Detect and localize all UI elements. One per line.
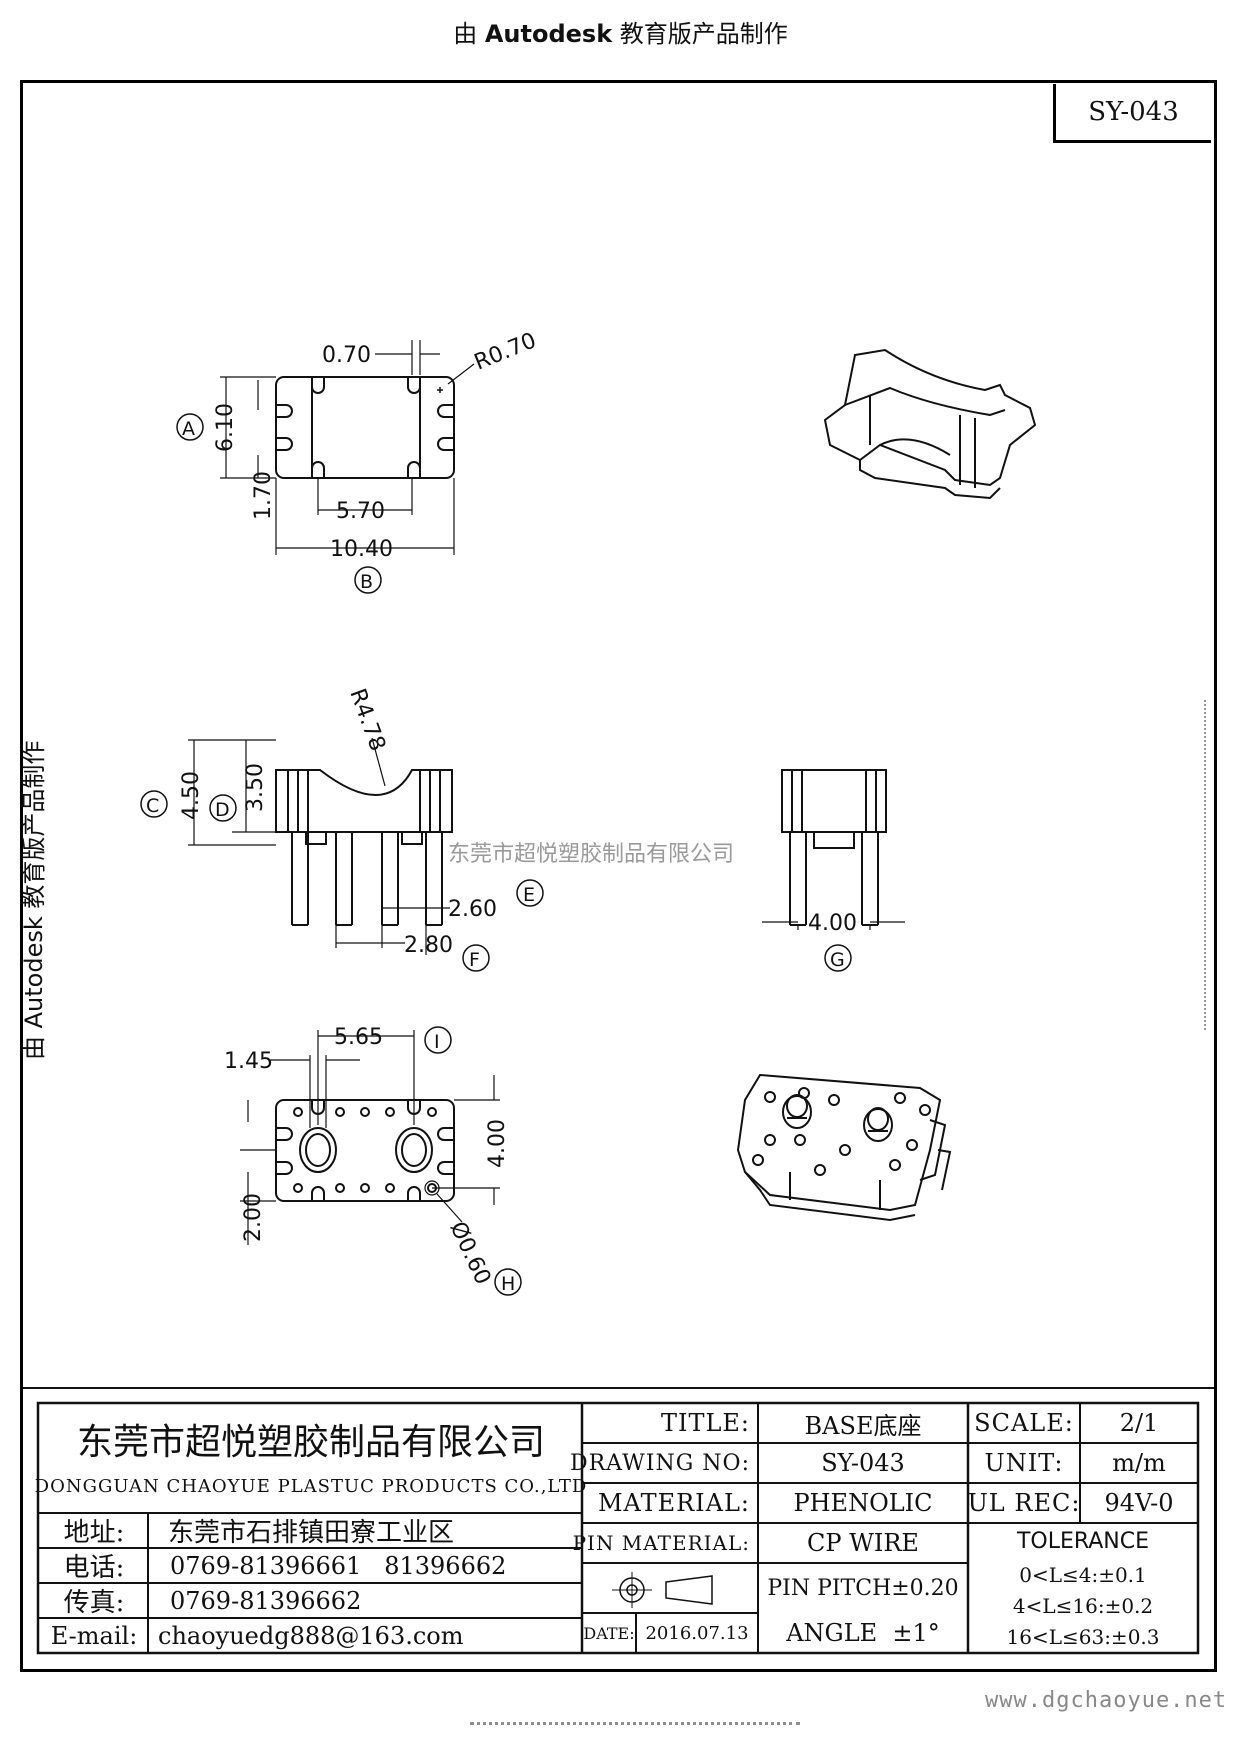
mark-g: G: [830, 949, 845, 971]
front-view: R4.78 4.50 3.50 2.60 2.80 C D E F: [140, 686, 544, 972]
title-label: TITLE:: [660, 1409, 750, 1437]
scale-label: SCALE:: [974, 1409, 1074, 1437]
bottom-view: 5.65 1.45 4.00 2.00 Ø0.60 H I: [224, 1025, 522, 1296]
address-value: 东莞市石排镇田寮工业区: [168, 1518, 455, 1548]
mark-f: F: [469, 949, 480, 971]
tolerance-row-1: 0<L≤4:±0.1: [1019, 1562, 1147, 1587]
dim-2-00: 2.00: [241, 1193, 266, 1242]
part-number: SY-043: [1088, 97, 1179, 127]
center-watermark: 东莞市超悦塑胶制品有限公司: [448, 842, 735, 867]
ul-rec-value: 94V-0: [1104, 1489, 1174, 1517]
drawing-no-label: DRAWING NO:: [569, 1450, 750, 1476]
fax-label: 传真:: [63, 1588, 125, 1618]
unit-label: UNIT:: [984, 1449, 1064, 1477]
dim-2-80: 2.80: [404, 933, 453, 958]
part-number-box: SY-043: [1053, 84, 1211, 143]
scale-value: 2/1: [1119, 1409, 1159, 1437]
watermark-top: 由 Autodesk 教育版产品制作: [0, 14, 1241, 49]
fax-value: 0769-81396662: [170, 1586, 362, 1615]
dim-6-10: 6.10: [213, 403, 238, 452]
watermark-bottom-fragment: [470, 1722, 800, 1735]
watermark-brand: Autodesk: [484, 20, 613, 48]
dim-r0-70: R0.70: [471, 328, 540, 375]
email-value: chaoyuedg888@163.com: [158, 1621, 464, 1650]
mark-h: H: [501, 1273, 515, 1295]
phone-value: 0769-81396661 81396662: [170, 1551, 507, 1580]
dim-phi-0-60: Ø0.60: [445, 1218, 496, 1289]
dim-10-40: 10.40: [330, 537, 393, 562]
pin-material-label: PIN MATERIAL:: [572, 1531, 750, 1555]
watermark-suffix: 教育版产品制作: [619, 20, 788, 48]
tolerance-label: TOLERANCE: [1016, 1528, 1150, 1554]
material-label: MATERIAL:: [597, 1489, 750, 1517]
company-name-en: DONGGUAN CHAOYUE PLASTUC PRODUCTS CO.,LT…: [34, 1475, 588, 1497]
dim-5-65: 5.65: [334, 1025, 383, 1050]
dim-r4-78: R4.78: [344, 686, 389, 755]
mark-c: C: [146, 795, 159, 817]
watermark-prefix: 由: [453, 20, 478, 48]
iso-view-bottom: [736, 1073, 952, 1222]
unit-value: m/m: [1112, 1449, 1166, 1477]
watermark-right-fragment: [1204, 700, 1216, 1030]
ul-rec-label: UL REC:: [967, 1489, 1081, 1517]
dim-2-60: 2.60: [448, 897, 497, 922]
projection-symbol-icon: [612, 1572, 713, 1608]
tolerance-row-2: 4<L≤16:±0.2: [1012, 1593, 1154, 1618]
dim-1-45: 1.45: [224, 1049, 273, 1074]
dim-1-70: 1.70: [251, 471, 276, 520]
dim-5-70: 5.70: [336, 499, 385, 524]
date-label: DATE:: [583, 1623, 635, 1643]
top-view: 0.70 R0.70 6.10 1.70 5.70 10.40 A B: [176, 328, 540, 594]
title-value: BASE底座: [804, 1411, 922, 1440]
date-value: 2016.07.13: [645, 1622, 749, 1644]
tolerance-row-3: 16<L≤63:±0.3: [1006, 1624, 1160, 1649]
email-label: E-mail:: [50, 1621, 138, 1650]
mark-i: I: [434, 1031, 440, 1053]
dim-4-00-side: 4.00: [808, 911, 857, 936]
angle: ANGLE ±1°: [786, 1619, 940, 1647]
phone-label: 电话:: [63, 1553, 125, 1583]
iso-view-top: [823, 348, 1037, 500]
drawing-no-value: SY-043: [821, 1449, 905, 1477]
dim-0-70: 0.70: [322, 343, 371, 368]
company-name-cn: 东莞市超悦塑胶制品有限公司: [76, 1422, 545, 1463]
drawing-frame: [20, 80, 1217, 1672]
address-label: 地址:: [63, 1518, 125, 1548]
mark-b: B: [360, 571, 373, 593]
pin-pitch: PIN PITCH±0.20: [767, 1575, 959, 1601]
side-view: 4.00 G: [762, 769, 905, 972]
mark-d: D: [215, 799, 230, 821]
dim-3-50: 3.50: [243, 763, 268, 812]
material-value: PHENOLIC: [793, 1489, 933, 1517]
dim-4-00-bottom: 4.00: [485, 1119, 510, 1168]
dim-4-50: 4.50: [179, 771, 204, 820]
website-watermark: www.dgchaoyue.net: [985, 1688, 1228, 1713]
mark-e: E: [523, 884, 535, 906]
pin-material-value: CP WIRE: [807, 1529, 919, 1557]
mark-a: A: [182, 418, 195, 440]
